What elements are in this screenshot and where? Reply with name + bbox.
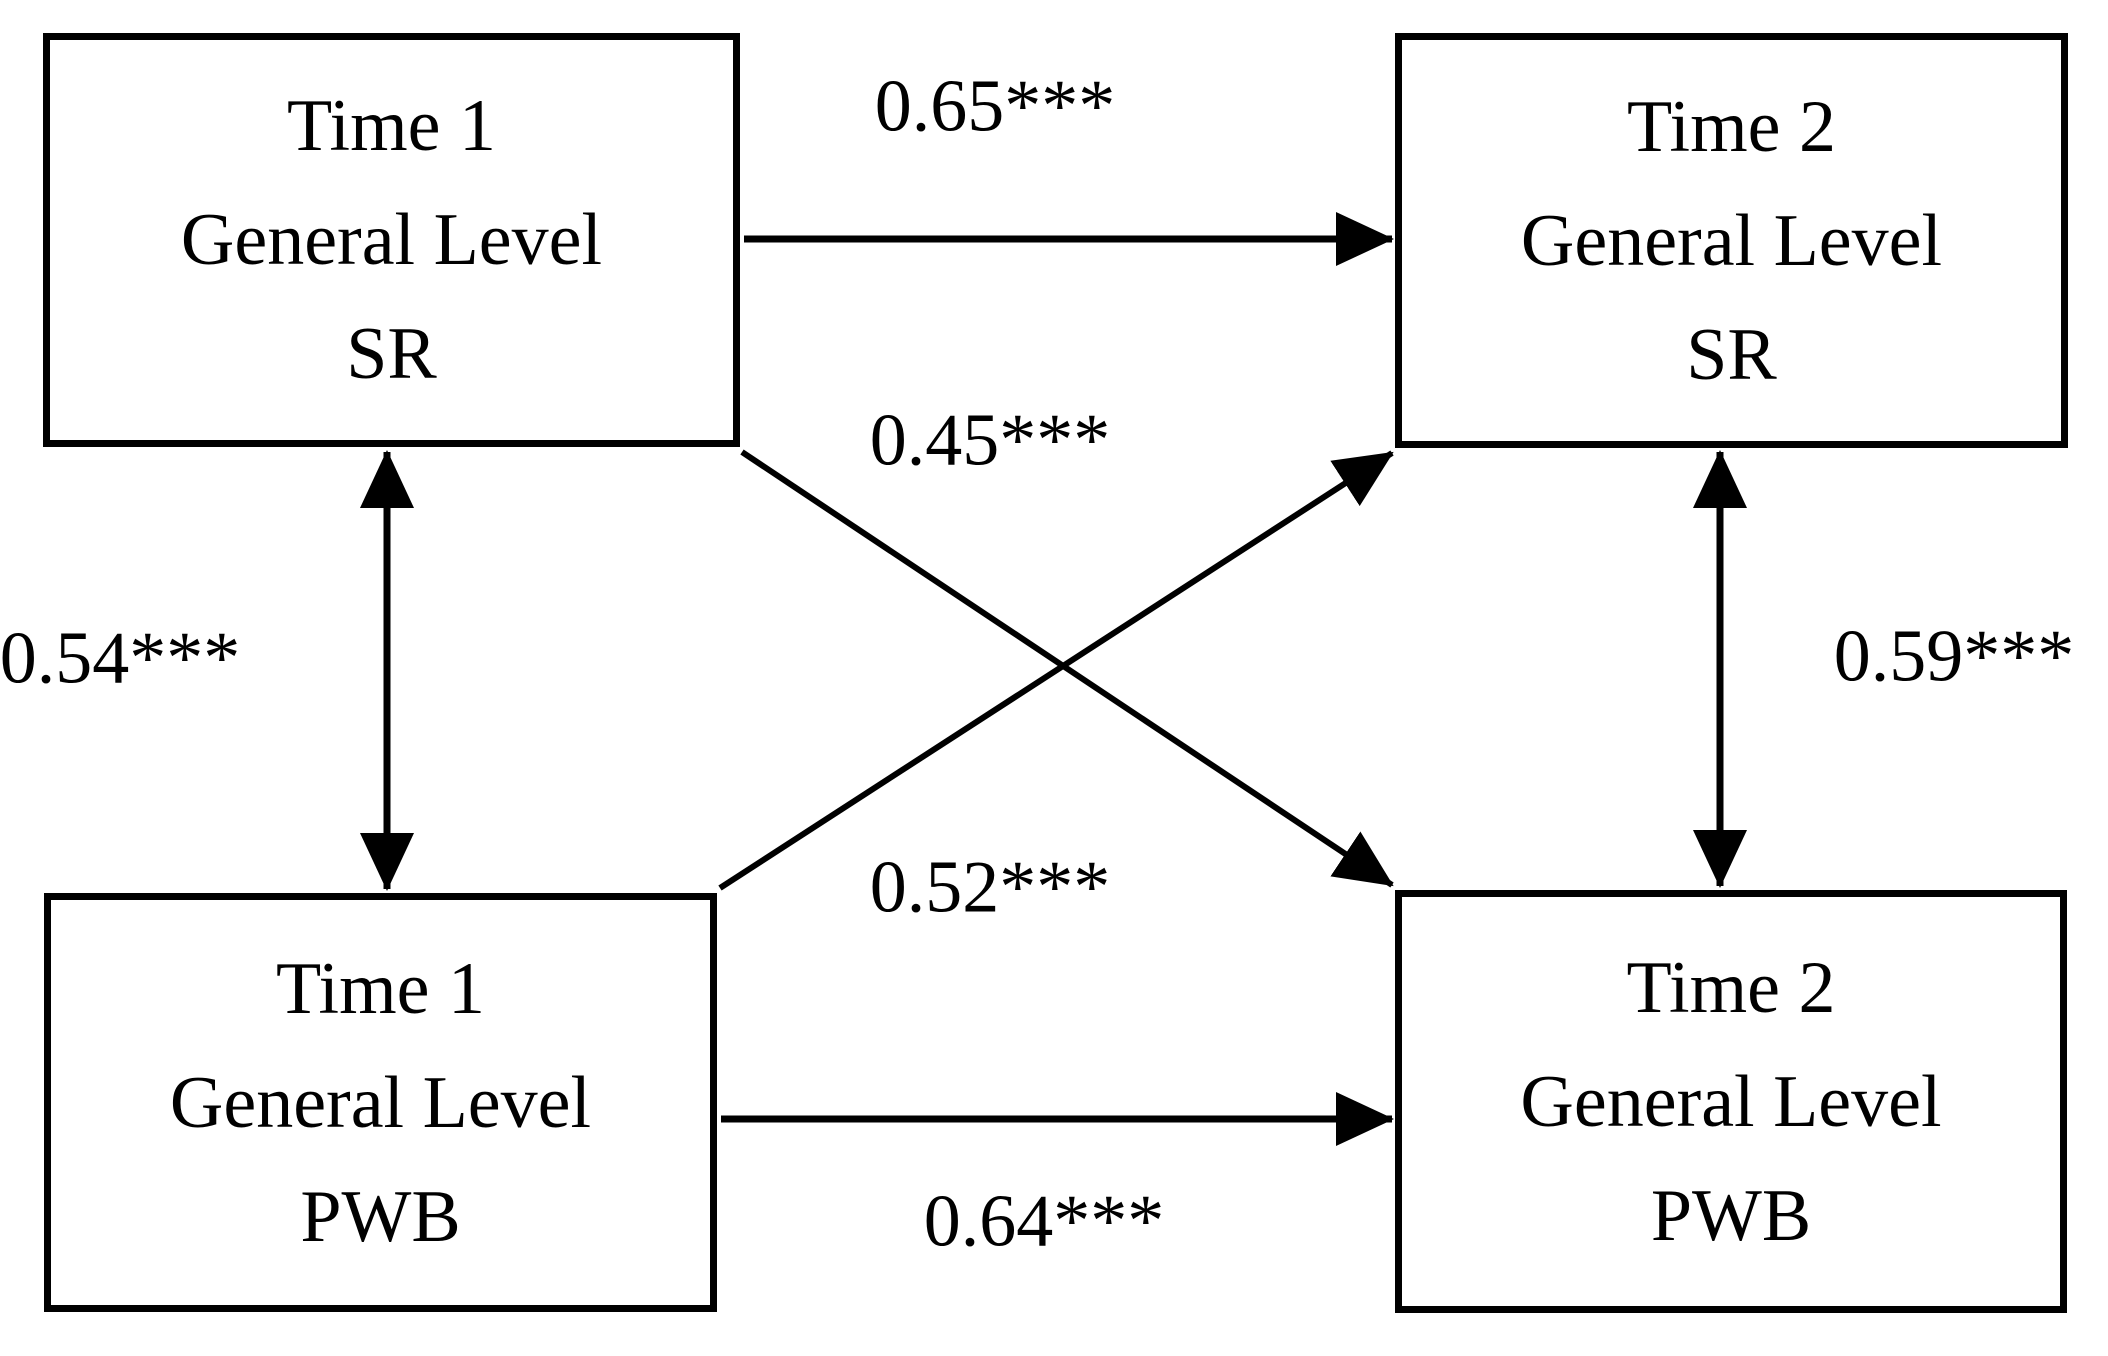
node-time1-pwb: Time 1 General Level PWB	[44, 893, 717, 1312]
node-time1-sr-line3: SR	[346, 313, 437, 395]
node-time2-sr-line2: General Level	[1520, 199, 1943, 282]
edge-label-sr-to-pwb-crosslag: 0.52***	[869, 846, 1111, 929]
edge-label-pwb-to-sr-crosslag: 0.45***	[869, 399, 1111, 482]
edge-label-pwb-stability: 0.64***	[923, 1180, 1165, 1263]
node-time2-pwb-line1: Time 2	[1626, 946, 1836, 1029]
arrow-t1pwb-to-t2sr	[718, 450, 1394, 891]
node-time1-pwb-line1: Time 1	[275, 947, 486, 1030]
node-time1-pwb-line2: General Level	[169, 1061, 592, 1144]
node-time1-pwb-line3: PWB	[300, 1175, 461, 1258]
edge-label-time1-correlation: 0.54***	[0, 617, 241, 700]
edge-label-sr-stability: 0.65***	[874, 65, 1116, 148]
node-time2-pwb: Time 2 General Level PWB	[1395, 890, 2067, 1313]
node-time2-sr-line1: Time 2	[1626, 85, 1837, 168]
node-time1-sr: Time 1 General Level SR	[43, 33, 740, 447]
node-time2-pwb-line2: General Level	[1520, 1060, 1942, 1143]
node-time2-pwb-line3: PWB	[1650, 1174, 1812, 1257]
node-time1-sr-line2: General Level	[180, 199, 603, 281]
node-time2-sr-line3: SR	[1686, 313, 1777, 396]
arrow-t1sr-to-t2pwb	[740, 449, 1394, 888]
node-time2-sr: Time 2 General Level SR	[1395, 33, 2068, 448]
edge-label-time2-correlation: 0.59***	[1833, 615, 2075, 698]
node-time1-sr-line1: Time 1	[286, 85, 497, 167]
